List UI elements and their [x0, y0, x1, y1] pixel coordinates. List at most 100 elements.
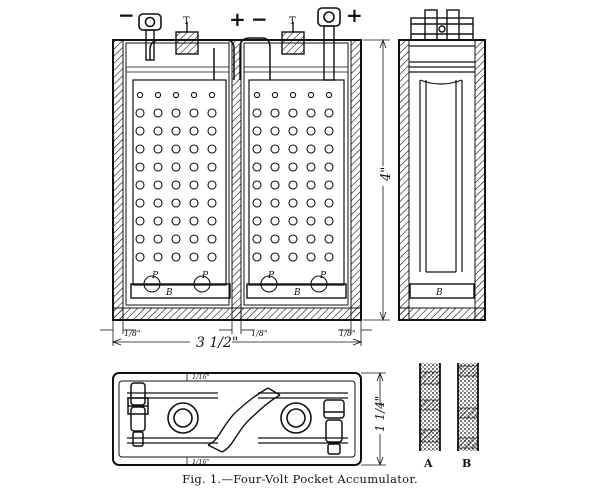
perforation-hole — [207, 216, 217, 226]
perforation-hole — [288, 252, 298, 262]
side-plates — [419, 79, 463, 273]
section-a-label: A — [423, 457, 433, 470]
perforation-hole — [153, 252, 163, 262]
bar-right-label: B — [293, 288, 301, 298]
perforation-hole — [306, 180, 316, 190]
perforation-hole — [171, 216, 181, 226]
perforation-hole — [189, 198, 199, 208]
side-terminal — [410, 9, 474, 41]
perforation-hole — [270, 162, 280, 172]
terminal-pos-right-label: + — [346, 3, 363, 27]
floor — [112, 307, 362, 321]
vent-cap-right — [281, 22, 305, 55]
plan-terminal-left — [127, 382, 149, 447]
plan-terminal-right — [323, 399, 345, 455]
perforation-hole — [252, 108, 262, 118]
perforation-hole — [270, 198, 280, 208]
connector-strap — [149, 37, 271, 80]
perforation-hole — [153, 144, 163, 154]
plate-left — [132, 79, 227, 286]
perforation-hole — [306, 216, 316, 226]
perforation-hole — [325, 91, 333, 99]
perforation-hole — [306, 162, 316, 172]
plan-depth-label: 1 1/4" — [373, 396, 387, 432]
perforation-hole — [189, 144, 199, 154]
inner-cell-right — [243, 42, 349, 306]
bar-left-label: B — [165, 288, 173, 298]
front-view: − T + − T + P P P P B B 4" — [100, 3, 394, 351]
wall-right — [350, 39, 362, 321]
bar-left — [130, 283, 231, 299]
perforation-hole — [135, 180, 145, 190]
perforation-hole — [271, 91, 279, 99]
plan-inner — [118, 380, 356, 458]
perforation-hole — [324, 252, 334, 262]
perforation-hole — [252, 252, 262, 262]
electrolyte-level — [126, 66, 348, 73]
wall-left-dimension-label: 1/8" — [124, 329, 141, 338]
terminal-pos-mid-label: + — [229, 7, 246, 31]
perforation-hole — [324, 108, 334, 118]
perforation-hole — [324, 144, 334, 154]
plan-dim-top-label: 1/16" — [192, 373, 210, 381]
perforation-hole — [171, 162, 181, 172]
perforation-hole — [135, 216, 145, 226]
perforation-hole — [324, 216, 334, 226]
side-bar-label: B — [435, 288, 443, 298]
perforation-hole — [171, 126, 181, 136]
perforation-hole — [252, 126, 262, 136]
terminal-left — [138, 13, 162, 61]
perforation-hole — [324, 180, 334, 190]
section-b-label: B — [462, 457, 471, 470]
pocket-label: P — [201, 271, 209, 281]
perforation-hole — [171, 198, 181, 208]
perforation-hole — [306, 198, 316, 208]
side-floor — [398, 307, 486, 321]
perforation-hole — [288, 198, 298, 208]
perforation-hole — [324, 162, 334, 172]
perforation-hole — [135, 234, 145, 244]
perforation-hole — [189, 108, 199, 118]
section-a: A — [419, 363, 441, 470]
plan-vent-left — [167, 402, 199, 434]
cap-right-label: T — [289, 16, 296, 27]
perforation-hole — [306, 144, 316, 154]
perforation-hole — [153, 180, 163, 190]
perforation-hole — [135, 252, 145, 262]
perforation-hole — [189, 180, 199, 190]
perforation-hole — [252, 216, 262, 226]
perforation-hole — [154, 91, 162, 99]
perforation-hole — [207, 252, 217, 262]
perforation-hole — [288, 108, 298, 118]
perforation-hole — [171, 180, 181, 190]
perforation-hole — [252, 144, 262, 154]
perforation-hole — [270, 180, 280, 190]
bar-right — [246, 283, 347, 299]
pocket-label: P — [319, 271, 327, 281]
terminal-neg-mid-label: − — [251, 7, 268, 31]
perforation-hole — [135, 108, 145, 118]
perforation-hole — [189, 252, 199, 262]
figure-caption: Fig. 1.—Four-Volt Pocket Accumulator. — [182, 472, 418, 486]
perforation-hole — [136, 91, 144, 99]
perforation-hole — [171, 234, 181, 244]
perforation-hole — [153, 162, 163, 172]
perforation-hole — [207, 162, 217, 172]
plate-right — [248, 79, 345, 286]
perforation-hole — [324, 198, 334, 208]
perforation-hole — [306, 126, 316, 136]
perforation-hole — [306, 108, 316, 118]
perforation-hole — [135, 126, 145, 136]
side-case — [398, 39, 486, 321]
perforation-hole — [253, 91, 261, 99]
perforation-hole — [207, 198, 217, 208]
perforation-hole — [270, 126, 280, 136]
perforation-hole — [135, 198, 145, 208]
plan-vent-right — [280, 402, 312, 434]
perforation-hole — [270, 144, 280, 154]
plan-dim-bottom-label: 1/16" — [192, 458, 210, 466]
terminal-neg-left-label: − — [118, 3, 135, 27]
perforation-hole — [171, 144, 181, 154]
perforation-hole — [153, 234, 163, 244]
